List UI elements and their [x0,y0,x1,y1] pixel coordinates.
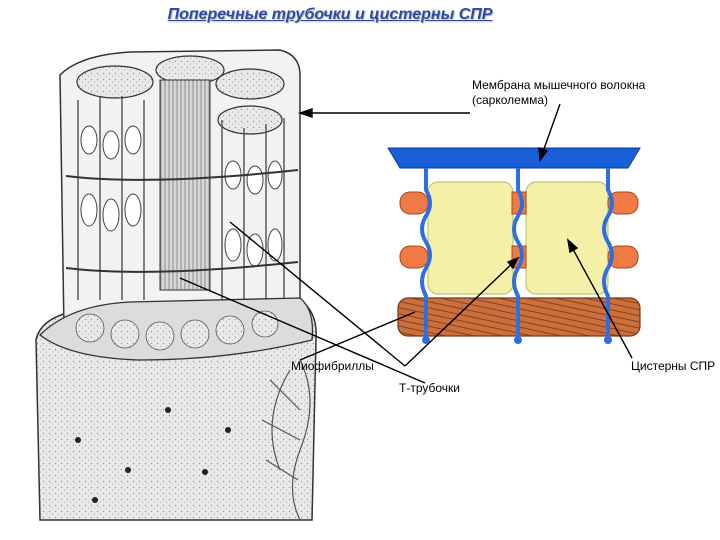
label-sarcolemma: Мембрана мышечного волокна (сарколемма) [472,78,645,108]
label-sr-cisterns: Цистерны СПР [631,359,716,373]
label-sarcolemma-line2: (сарколемма) [472,93,548,107]
slide-title: Поперечные трубочки и цистерны СПР [167,6,493,23]
label-sarcolemma-line1: Мембрана мышечного волокна [472,78,646,92]
leader-lines [179,103,633,384]
muscle-fiber-illustration [35,49,317,521]
label-myofibrils: Миофибриллы [291,359,374,373]
label-t-tubules: Т-трубочки [399,381,460,395]
t-tubule-sr-schematic [387,147,641,344]
